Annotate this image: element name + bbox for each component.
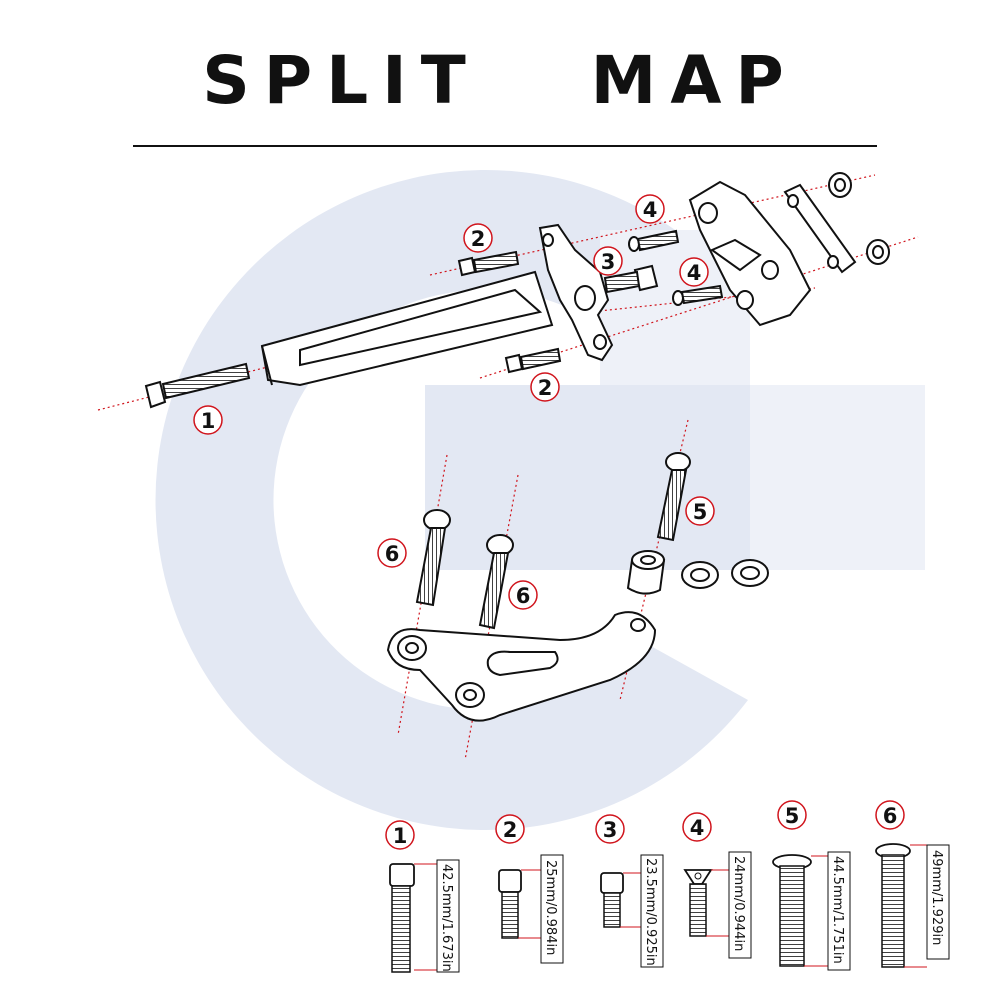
svg-text:6: 6 — [883, 804, 898, 828]
parts-legend: 1 42.5mm/1.673in 2 25mm/0.984in 3 23.5mm — [385, 800, 950, 973]
part-5-size: 44.5mm/1.751in — [830, 856, 845, 964]
lower-assembly — [386, 419, 769, 761]
part-2: 2 25mm/0.984in — [495, 814, 564, 964]
part-3-size: 23.5mm/0.925in — [643, 858, 658, 966]
svg-text:4: 4 — [643, 198, 658, 222]
callout-3: 3 — [593, 246, 623, 276]
nut-top — [828, 172, 852, 198]
svg-text:4: 4 — [687, 261, 702, 285]
svg-text:2: 2 — [471, 227, 486, 251]
svg-text:2: 2 — [538, 376, 553, 400]
part-5: 5 44.5mm/1.751in — [772, 800, 851, 971]
callout-6-right: 6 — [508, 580, 538, 610]
part-6: 6 49mm/1.929in — [875, 800, 950, 968]
svg-text:4: 4 — [690, 816, 705, 840]
washer-a — [681, 561, 719, 589]
callout-1: 1 — [193, 405, 223, 435]
title-divider — [133, 145, 877, 147]
svg-text:1: 1 — [201, 409, 216, 433]
bolt-6a-drawing — [415, 509, 451, 607]
page-title: SPLIT MAP — [202, 42, 798, 119]
bolt-6b-drawing — [478, 534, 514, 630]
washer-b — [731, 559, 769, 587]
clamp-block — [538, 223, 614, 362]
callout-5: 5 — [685, 496, 715, 526]
watermark-logo — [155, 169, 925, 831]
part-1: 1 42.5mm/1.673in — [385, 820, 460, 973]
bolt-5-drawing — [656, 452, 691, 542]
svg-text:6: 6 — [385, 542, 400, 566]
svg-text:3: 3 — [601, 250, 616, 274]
callout-2-top: 2 — [463, 223, 493, 253]
part-4: 4 24mm/0.944in — [682, 812, 752, 959]
svg-text:5: 5 — [693, 500, 708, 524]
svg-text:6: 6 — [516, 584, 531, 608]
svg-text:5: 5 — [785, 804, 800, 828]
top-assembly — [97, 172, 919, 411]
spacer-bar — [783, 183, 857, 274]
part-1-size: 42.5mm/1.673in — [439, 864, 454, 972]
part-6-size: 49mm/1.929in — [929, 850, 944, 945]
bolt-2a-drawing — [457, 250, 520, 277]
bolt-2b-drawing — [504, 347, 562, 374]
part-3: 3 23.5mm/0.925in — [595, 814, 664, 968]
callout-2-bottom: 2 — [530, 372, 560, 402]
bolt-1-drawing — [144, 362, 251, 409]
part-2-size: 25mm/0.984in — [543, 860, 558, 955]
callout-4-bottom: 4 — [679, 257, 709, 287]
bolt-3-drawing — [603, 264, 659, 294]
svg-text:1: 1 — [393, 824, 408, 848]
nut-bottom — [866, 239, 890, 265]
arm-bracket — [260, 270, 554, 387]
svg-text:3: 3 — [603, 818, 618, 842]
spacer-tall — [626, 550, 666, 595]
mount-plate — [688, 180, 812, 327]
svg-text:2: 2 — [503, 818, 518, 842]
bolt-4b-drawing — [672, 284, 724, 306]
curved-bracket — [386, 611, 657, 722]
part-4-size: 24mm/0.944in — [731, 856, 746, 951]
bolt-4a-drawing — [628, 229, 680, 252]
callout-6-left: 6 — [377, 538, 407, 568]
callout-4-top: 4 — [635, 194, 665, 224]
